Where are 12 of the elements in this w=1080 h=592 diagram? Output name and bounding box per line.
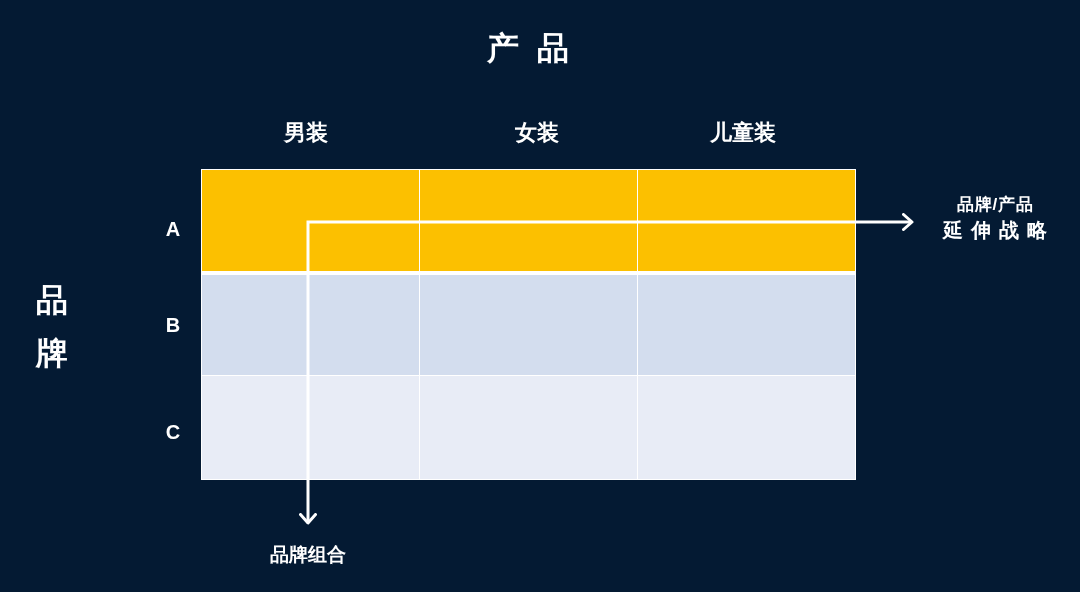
callout-label: 品牌组合	[270, 543, 346, 567]
callout-label: 品牌/产品	[956, 194, 1034, 216]
row-label: A	[165, 217, 181, 241]
axis-title: 产品	[486, 28, 587, 68]
row-label: B	[165, 313, 181, 337]
bent-arrow	[299, 213, 914, 525]
axis-title: 品牌	[36, 281, 68, 373]
column-header: 男装	[284, 119, 328, 147]
column-header: 儿童装	[710, 119, 776, 147]
column-header: 女装	[515, 119, 559, 147]
callout-label: 延伸战略	[941, 218, 1055, 244]
row-label: C	[165, 420, 181, 444]
